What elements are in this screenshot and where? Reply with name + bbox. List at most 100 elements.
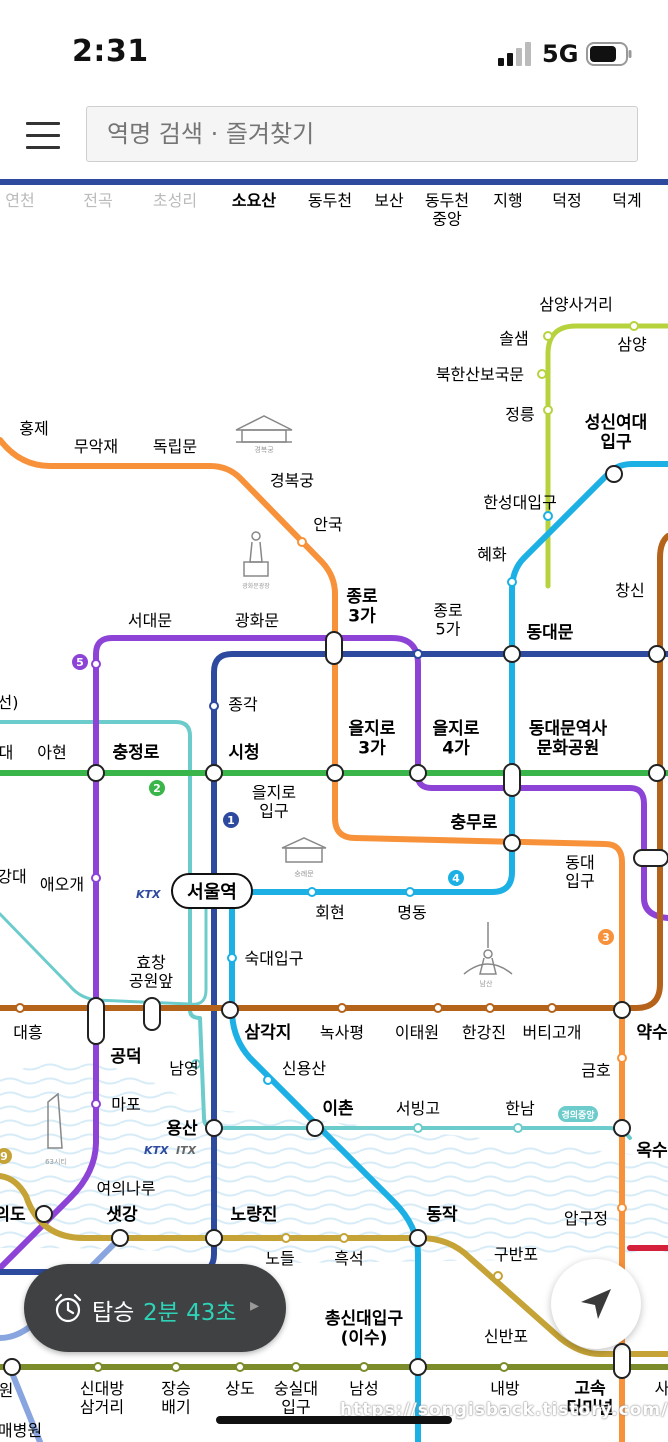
- station-label[interactable]: 독립문: [153, 437, 197, 456]
- station-label[interactable]: 남영: [169, 1059, 198, 1078]
- station-label[interactable]: 한강진: [462, 1023, 506, 1042]
- home-indicator[interactable]: [216, 1416, 452, 1424]
- station-label[interactable]: 신용산: [282, 1059, 326, 1078]
- station-label[interactable]: 압구정: [564, 1209, 608, 1228]
- transfer-node[interactable]: [87, 997, 105, 1045]
- station-label[interactable]: 솔샘: [499, 329, 528, 348]
- transfer-node[interactable]: [205, 1229, 223, 1247]
- station-label[interactable]: 선): [0, 693, 18, 712]
- station-label[interactable]: 정릉: [505, 405, 534, 424]
- station-label[interactable]: 여의나루: [97, 1179, 156, 1198]
- station-label[interactable]: 사: [655, 1379, 668, 1398]
- station-label[interactable]: 대흥: [13, 1023, 42, 1042]
- transfer-node[interactable]: [648, 764, 666, 782]
- transfer-node[interactable]: [326, 764, 344, 782]
- station-label[interactable]: 덕정: [552, 191, 581, 210]
- station-label[interactable]: 명동: [397, 903, 426, 922]
- station-label[interactable]: 신반포: [484, 1327, 528, 1346]
- station-label[interactable]: 광화문: [235, 611, 279, 630]
- transfer-node[interactable]: [306, 1119, 324, 1137]
- station-label[interactable]: 샛강: [106, 1205, 138, 1225]
- station-label[interactable]: 노들: [265, 1249, 294, 1268]
- station-label[interactable]: 경복궁: [270, 471, 314, 490]
- station-label[interactable]: 삼각지: [245, 1023, 292, 1043]
- station-label[interactable]: 덕계: [612, 191, 641, 210]
- station-label[interactable]: 마포: [111, 1095, 140, 1114]
- station-label[interactable]: 공덕: [110, 1047, 141, 1067]
- transfer-node[interactable]: [409, 1358, 427, 1376]
- station-label[interactable]: 삼양사거리: [539, 295, 613, 314]
- station-label[interactable]: 서대문: [128, 611, 172, 630]
- station-label[interactable]: 연천: [5, 191, 34, 210]
- transfer-node[interactable]: [87, 764, 105, 782]
- station-label[interactable]: 시청: [228, 742, 259, 763]
- station-label[interactable]: 삼양: [617, 335, 647, 354]
- station-label[interactable]: 이태원: [395, 1023, 439, 1042]
- station-label[interactable]: 원: [0, 1381, 13, 1400]
- station-label[interactable]: 의도: [0, 1205, 26, 1225]
- station-label[interactable]: 초성리: [153, 191, 197, 210]
- transfer-node[interactable]: [205, 764, 223, 782]
- station-label[interactable]: 숙대입구: [245, 949, 304, 968]
- menu-icon[interactable]: [26, 122, 62, 152]
- transfer-node[interactable]: [613, 1001, 631, 1019]
- transfer-node[interactable]: [613, 1119, 631, 1137]
- transfer-node[interactable]: [613, 1343, 631, 1379]
- station-label[interactable]: 대: [0, 743, 13, 762]
- station-label[interactable]: 전곡: [83, 191, 112, 210]
- station-label[interactable]: 안국: [313, 515, 342, 534]
- station-label[interactable]: 홍제: [19, 419, 48, 438]
- transfer-node[interactable]: [3, 1358, 21, 1376]
- station-label[interactable]: 강대: [0, 867, 27, 886]
- seoul-station-marker[interactable]: [171, 873, 253, 909]
- station-search-input[interactable]: [86, 106, 638, 162]
- station-label[interactable]: 지행: [493, 191, 522, 210]
- station-label[interactable]: 창신: [615, 581, 644, 600]
- station-label[interactable]: 내방: [490, 1379, 520, 1398]
- transfer-node[interactable]: [205, 1119, 223, 1137]
- station-label[interactable]: 상도: [225, 1379, 254, 1398]
- transfer-node[interactable]: [111, 1229, 129, 1247]
- station-label[interactable]: 녹사평: [320, 1023, 364, 1042]
- transfer-node[interactable]: [325, 631, 343, 665]
- subway-map[interactable]: 5 2 1 4 3 9 경의중앙 경복궁 광화문광장 숭례문 남산 63시티 K…: [0, 178, 668, 1442]
- station-label[interactable]: 한남: [505, 1099, 535, 1118]
- transfer-node[interactable]: [648, 645, 666, 663]
- station-label[interactable]: 충무로: [451, 813, 498, 833]
- station-label[interactable]: 한성대입구: [483, 493, 557, 512]
- subway-map-canvas[interactable]: 5 2 1 4 3 9 경의중앙 경복궁 광화문광장 숭례문 남산 63시티 K…: [0, 178, 668, 1442]
- station-label[interactable]: 아현: [37, 743, 66, 762]
- station-label[interactable]: 무악재: [74, 437, 118, 456]
- station-label[interactable]: 애오개: [40, 875, 84, 894]
- transfer-node[interactable]: [409, 1229, 427, 1247]
- station-label[interactable]: 동대문: [527, 623, 574, 643]
- station-label[interactable]: 금호: [581, 1061, 610, 1080]
- station-label[interactable]: 회현: [315, 903, 344, 922]
- station-label[interactable]: 매병원: [0, 1421, 42, 1440]
- station-label[interactable]: 충정로: [113, 743, 160, 763]
- station-label[interactable]: 용산: [166, 1119, 198, 1139]
- station-label[interactable]: 혜화: [477, 545, 507, 564]
- station-label[interactable]: 북한산보국문: [436, 365, 524, 384]
- station-label[interactable]: 구반포: [494, 1245, 538, 1264]
- station-label[interactable]: 서울역: [187, 882, 237, 903]
- transfer-node[interactable]: [503, 763, 521, 797]
- station-label[interactable]: 종각: [228, 695, 258, 714]
- station-label[interactable]: 동두천: [308, 191, 352, 210]
- boarding-timer-button[interactable]: 탑승 2분 43초 ▸: [24, 1264, 286, 1352]
- station-label[interactable]: 남성: [349, 1379, 378, 1398]
- station-label[interactable]: 서빙고: [396, 1099, 440, 1118]
